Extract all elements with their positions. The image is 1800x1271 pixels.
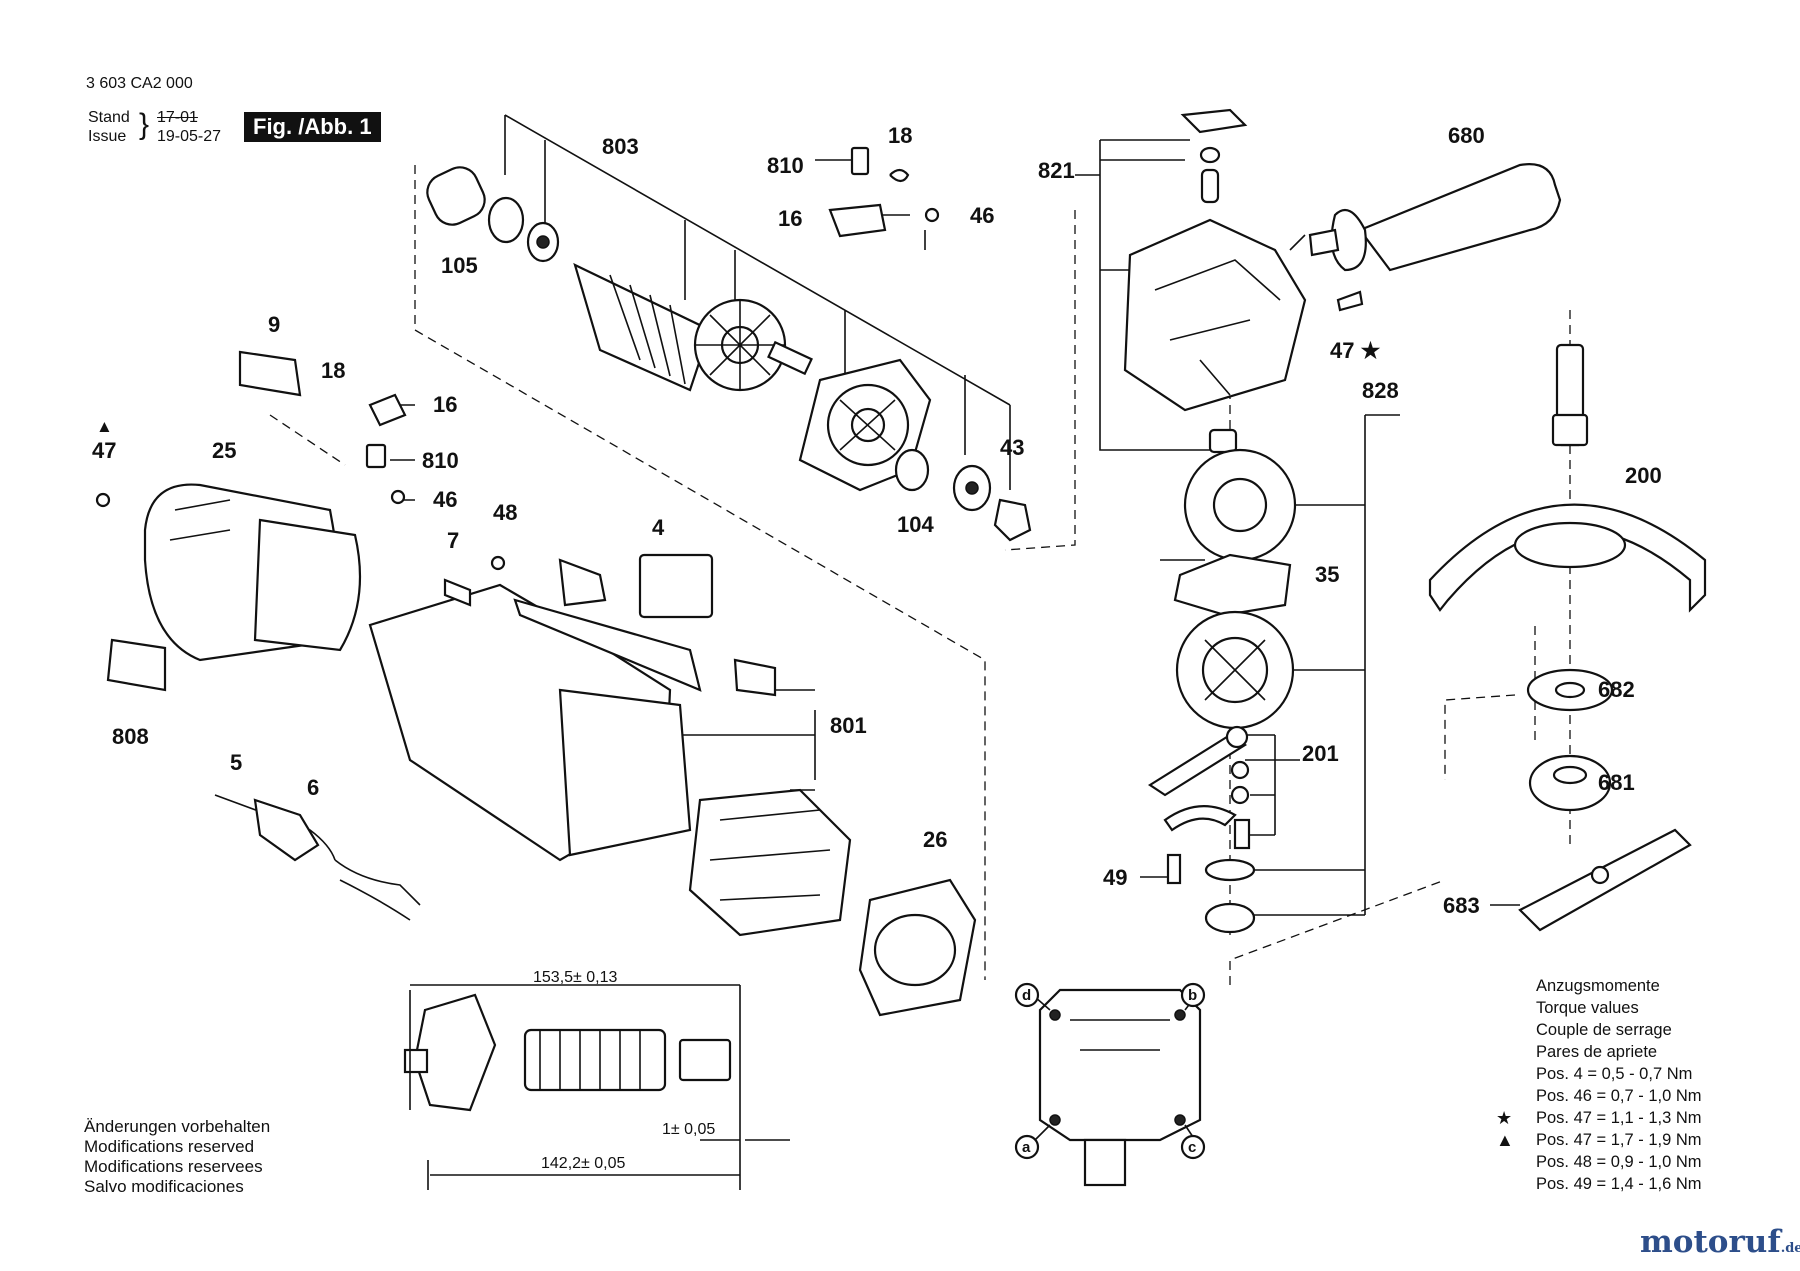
part-label: 47 ★ <box>1330 338 1381 363</box>
note-line: Modifications reservees <box>84 1157 263 1176</box>
brace: } <box>139 108 150 141</box>
note-line: Salvo modificaciones <box>84 1177 244 1196</box>
brush-holder-top <box>828 146 940 238</box>
part-label: 43 <box>1000 435 1024 460</box>
watermark-tld: .de <box>1780 1241 1800 1256</box>
part-label: 6 <box>307 775 319 800</box>
part-label: 828 <box>1362 378 1399 403</box>
part-label: 9 <box>268 312 280 337</box>
part-label: 35 <box>1315 562 1339 587</box>
torque-title: Couple de serrage <box>1536 1021 1672 1039</box>
stand-label: Stand <box>88 109 130 126</box>
torque-row: Pos. 4 = 0,5 - 0,7 Nm <box>1536 1063 1702 1085</box>
part-label: 801 <box>830 713 867 738</box>
star-marker: ★ <box>1496 1108 1513 1128</box>
cable-and-protector <box>214 794 421 921</box>
gear-head-orientation-view <box>1014 982 1206 1187</box>
watermark-main: motoruf <box>1640 1224 1781 1260</box>
torque-title: Torque values <box>1536 999 1639 1017</box>
part-label: 47 <box>92 438 116 463</box>
dimension-offset: 1± 0,05 <box>662 1121 715 1138</box>
fan-baffle <box>798 358 1032 542</box>
orientation-letter: d <box>1022 987 1031 1004</box>
torque-text: Pos. 46 = 0,7 - 1,0 Nm <box>1536 1087 1702 1105</box>
part-label: 105 <box>441 253 478 278</box>
part-number-labels: 803 810 18 16 46 821 680 105 9 18 16 810… <box>92 123 1662 918</box>
part-label: 46 <box>970 203 994 228</box>
torque-text: Pos. 47 = 1,7 - 1,9 Nm <box>1536 1131 1702 1149</box>
torque-values-table: Anzugsmomente Torque values Couple de se… <box>1496 975 1702 1195</box>
part-label: 821 <box>1038 158 1075 183</box>
document-number: 3 603 CA2 000 <box>86 75 193 92</box>
part-label: 104 <box>897 512 934 537</box>
part-label: 16 <box>433 392 457 417</box>
part-label: 680 <box>1448 123 1485 148</box>
part-label: 5 <box>230 750 242 775</box>
torque-title: Anzugsmomente <box>1536 977 1660 995</box>
spindle-and-gears <box>1173 343 1589 730</box>
torque-row: Pos. 46 = 0,7 - 1,0 Nm <box>1536 1085 1702 1107</box>
dimension-total-length: 153,5± 0,13 <box>533 969 618 986</box>
torque-row: ★ Pos. 47 = 1,1 - 1,3 Nm <box>1496 1107 1702 1129</box>
part-label: 808 <box>112 724 149 749</box>
torque-text: Pos. 4 = 0,5 - 0,7 Nm <box>1536 1065 1693 1083</box>
note-line: Modifications reserved <box>84 1137 255 1156</box>
part-label: 46 <box>433 487 457 512</box>
issue-label: Issue <box>88 128 127 145</box>
modification-notes: Änderungen vorbehalten Modifications res… <box>84 1117 270 1197</box>
part-label: 18 <box>321 358 345 383</box>
orientation-letter: a <box>1022 1139 1031 1156</box>
note-line: Änderungen vorbehalten <box>84 1117 271 1136</box>
torque-title: Pares de apriete <box>1536 1043 1658 1061</box>
part-label: 683 <box>1443 893 1480 918</box>
part-label: 681 <box>1598 770 1635 795</box>
bracket-lines <box>390 114 1590 916</box>
field-and-end-cover <box>688 788 977 1017</box>
torque-row: ▲ Pos. 47 = 1,7 - 1,9 Nm <box>1496 1129 1702 1151</box>
figure-label: Fig. /Abb. 1 <box>244 112 381 142</box>
triangle-marker: ▲ <box>1496 1130 1514 1150</box>
stand-value: 17-01 <box>157 109 198 126</box>
part-label: 26 <box>923 827 947 852</box>
part-label: 803 <box>602 134 639 159</box>
assembly-guides <box>269 165 1571 985</box>
part-label: 18 <box>888 123 912 148</box>
torque-row: Pos. 49 = 1,4 - 1,6 Nm <box>1536 1173 1702 1195</box>
part-label: 48 <box>493 500 517 525</box>
part-label: 810 <box>767 153 804 178</box>
part-label: 16 <box>778 206 802 231</box>
orientation-letter: c <box>1188 1139 1196 1156</box>
part-label: 200 <box>1625 463 1662 488</box>
armature-dimension-drawing <box>403 984 790 1190</box>
part-label: 49 <box>1103 865 1127 890</box>
torque-text: Pos. 48 = 0,9 - 1,0 Nm <box>1536 1153 1702 1171</box>
part-label: 201 <box>1302 741 1339 766</box>
part-label: 4 <box>652 515 665 540</box>
watermark-logo: motoruf.de <box>1640 1224 1800 1260</box>
motor-housing <box>95 350 777 862</box>
issue-value: 19-05-27 <box>157 128 222 145</box>
armature-assembly <box>426 166 813 392</box>
part-label: 682 <box>1598 677 1635 702</box>
side-handle <box>1308 163 1562 312</box>
part-label: 25 <box>212 438 236 463</box>
torque-text: Pos. 49 = 1,4 - 1,6 Nm <box>1536 1175 1702 1193</box>
part-label: 810 <box>422 448 459 473</box>
part-label: 7 <box>447 528 459 553</box>
triangle-marker: ▲ <box>96 417 113 436</box>
torque-text: Pos. 47 = 1,1 - 1,3 Nm <box>1536 1109 1702 1127</box>
dimension-armature-length: 142,2± 0,05 <box>541 1155 626 1172</box>
gear-housing <box>1123 108 1307 454</box>
spindle-lock-parts <box>1147 725 1256 934</box>
torque-row: Pos. 48 = 0,9 - 1,0 Nm <box>1536 1151 1702 1173</box>
orientation-letter: b <box>1188 987 1197 1004</box>
wheel-guard-and-flanges <box>1428 503 1707 932</box>
